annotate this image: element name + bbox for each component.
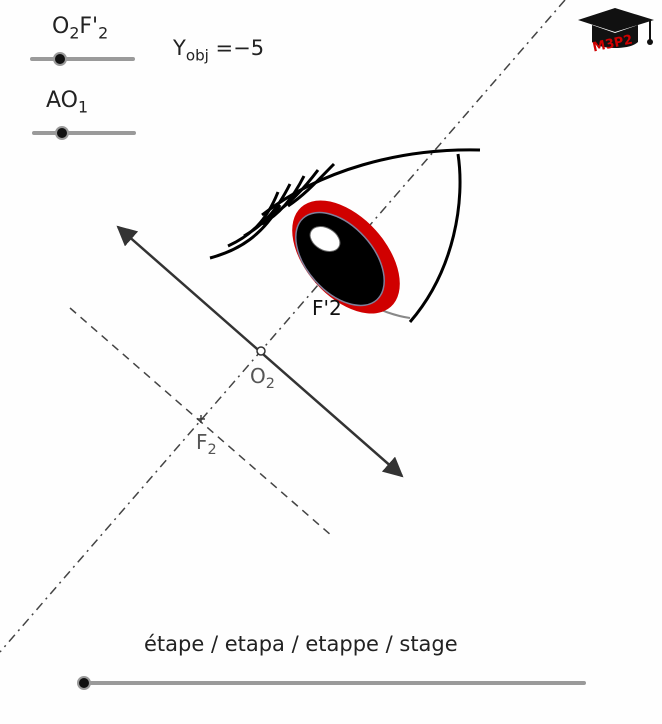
slider-ao1-track[interactable] <box>32 131 136 135</box>
slider-o2f2-label: O2F'2 <box>52 14 109 43</box>
point-f2-marker[interactable] <box>197 415 205 423</box>
stage-slider-label: étape / etapa / etappe / stage <box>144 632 458 656</box>
optical-axis <box>0 0 566 653</box>
slider-o2f2-track[interactable] <box>30 57 135 61</box>
point-f2-prime-label: F'2 <box>312 296 342 320</box>
slider-ao1-label: AO1 <box>46 88 89 117</box>
slider-o2f2-knob[interactable] <box>53 52 67 66</box>
y-obj-readout: Yobj =−5 <box>173 36 265 65</box>
stage-slider-knob[interactable] <box>77 676 91 690</box>
eye-icon <box>209 148 481 323</box>
graduation-cap-icon: M3P2 <box>570 2 660 62</box>
eye-highlight <box>309 226 341 252</box>
slider-ao1-knob[interactable] <box>55 126 69 140</box>
point-f2-label: F2 <box>196 430 217 459</box>
point-o2-label: O2 <box>250 364 275 393</box>
point-o2-marker[interactable] <box>256 346 266 356</box>
stage-slider-track[interactable] <box>78 681 586 685</box>
